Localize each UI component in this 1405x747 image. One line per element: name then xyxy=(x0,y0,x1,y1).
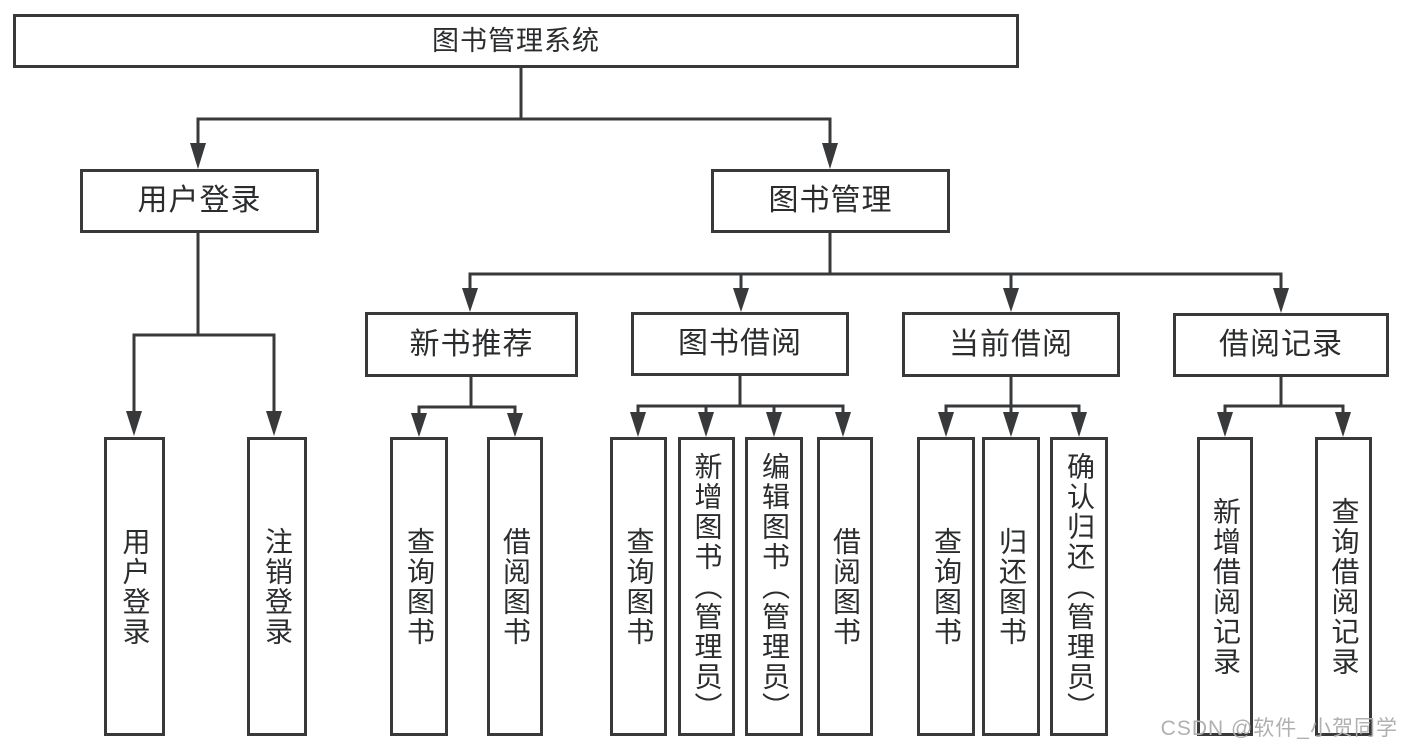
arrowhead xyxy=(1273,288,1289,313)
arrowhead xyxy=(126,411,142,436)
node-leaf-edit-books-admin: 编辑图书（管理员） xyxy=(745,437,803,736)
node-leaf-add-books-admin: 新增图书（管理员） xyxy=(678,437,735,736)
arrowhead xyxy=(766,412,782,437)
arrowhead xyxy=(835,412,851,437)
node-leaf-query-books-recommend: 查询图书 xyxy=(390,437,448,736)
arrowhead xyxy=(190,143,206,169)
arrowhead xyxy=(1335,412,1351,437)
node-leaf-query-borrow-record: 查询借阅记录 xyxy=(1315,437,1372,736)
node-book-management: 图书管理 xyxy=(711,169,950,233)
arrowhead xyxy=(733,288,749,312)
node-current-borrowing: 当前借阅 xyxy=(902,312,1120,377)
arrowhead xyxy=(1003,288,1019,312)
node-leaf-user-login: 用户登录 xyxy=(104,437,165,736)
arrowhead xyxy=(1071,412,1087,437)
arrowhead xyxy=(1217,412,1233,437)
csdn-watermark: CSDN @软件_小贺同学 xyxy=(1160,717,1398,740)
arrowhead xyxy=(411,413,427,437)
node-book-borrowing: 图书借阅 xyxy=(631,312,849,376)
node-new-book-recommendation: 新书推荐 xyxy=(365,312,578,377)
arrowhead xyxy=(938,412,954,437)
arrowhead xyxy=(507,413,523,437)
node-leaf-confirm-return-admin: 确认归还（管理员） xyxy=(1050,437,1108,736)
node-borrowing-records: 借阅记录 xyxy=(1173,313,1389,377)
node-library-management-system: 图书管理系统 xyxy=(13,14,1019,68)
node-leaf-borrow-books-recommend: 借阅图书 xyxy=(487,437,543,736)
node-leaf-logout: 注销登录 xyxy=(247,437,307,736)
node-leaf-query-books-borrow: 查询图书 xyxy=(610,437,667,736)
arrowhead xyxy=(1003,412,1019,437)
node-leaf-query-books-current: 查询图书 xyxy=(917,437,975,736)
node-user-login: 用户登录 xyxy=(80,169,319,233)
arrowhead xyxy=(630,412,646,437)
arrowhead xyxy=(822,143,838,169)
node-leaf-add-borrow-record: 新增借阅记录 xyxy=(1197,437,1253,736)
arrowhead xyxy=(266,411,282,436)
arrowhead xyxy=(698,412,714,437)
node-leaf-borrow-books: 借阅图书 xyxy=(817,437,873,736)
node-leaf-return-books: 归还图书 xyxy=(982,437,1040,736)
arrowhead xyxy=(462,288,478,312)
